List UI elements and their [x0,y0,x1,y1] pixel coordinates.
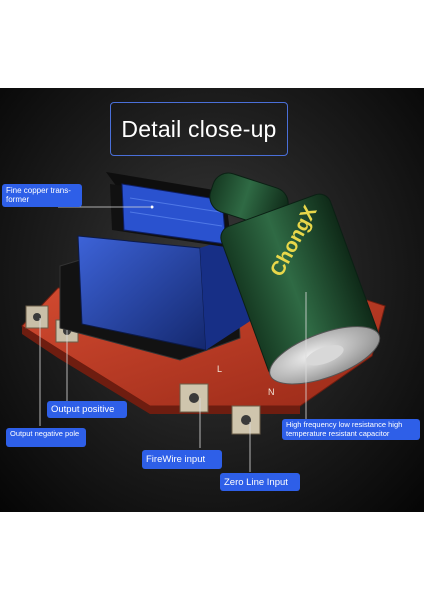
label-zero-line-input: Zero Line Input [220,473,300,491]
power-module-illustration [21,172,386,472]
label-output-negative: Output negative pole [6,428,86,447]
label-transformer: Fine copper trans- former [2,184,82,207]
title-box: Detail close-up [110,102,288,156]
label-capacitor: High frequency low resistance high tempe… [282,419,420,440]
page-title: Detail close-up [121,115,277,142]
label-output-positive: Output positive [47,401,127,418]
pin-output-negative [25,305,49,329]
pin-mark-live: L [217,364,223,374]
label-firewire-input: FireWire input [142,450,222,469]
pin-live [179,383,209,413]
capacitor-large [220,193,381,385]
product-photo: ChongX L N Detail close-up Fine copper t… [0,88,424,512]
pin-mark-neutral: N [268,387,275,397]
pin-neutral [231,405,261,435]
